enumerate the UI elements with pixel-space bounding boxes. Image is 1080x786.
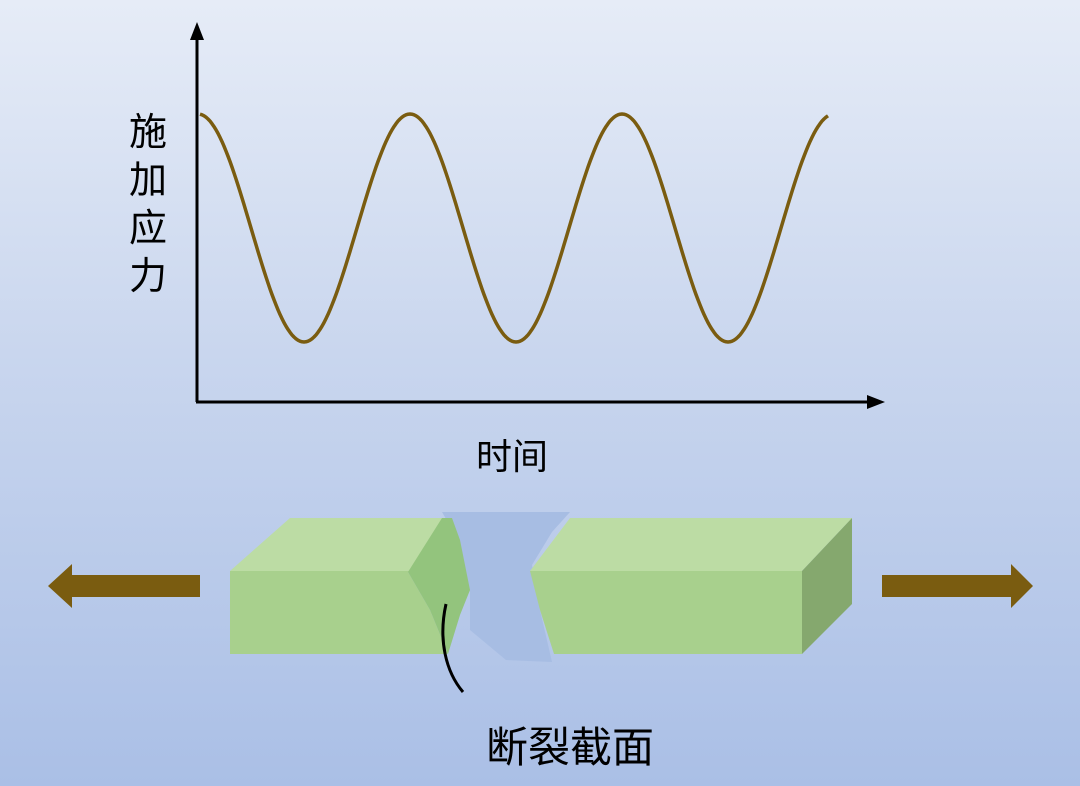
x-axis-arrowhead [867, 395, 885, 409]
left-piece-top-face [230, 518, 452, 571]
left-piece-front-face [230, 571, 448, 654]
x-axis-label: 时间 [475, 437, 548, 478]
right-force-arrow [882, 564, 1033, 608]
y-axis-label-char-2: 加 [128, 158, 167, 202]
y-axis-arrowhead [190, 22, 204, 40]
left-fracture-surface [408, 518, 470, 654]
left-force-arrow [48, 564, 200, 608]
fracture-gap [442, 512, 570, 662]
y-axis-label-char-3: 应 [128, 206, 167, 250]
y-axis-label-char-4: 力 [128, 254, 167, 298]
cyclic-stress-wave [199, 112, 830, 344]
y-axis-label-char-1: 施 [128, 110, 167, 154]
fracture-section-caption: 断裂截面 [485, 723, 654, 772]
right-piece-side-face [802, 518, 852, 654]
right-piece-front-face [530, 571, 802, 654]
fracture-pointer-line [441, 603, 465, 693]
right-piece-top-face [530, 518, 852, 571]
